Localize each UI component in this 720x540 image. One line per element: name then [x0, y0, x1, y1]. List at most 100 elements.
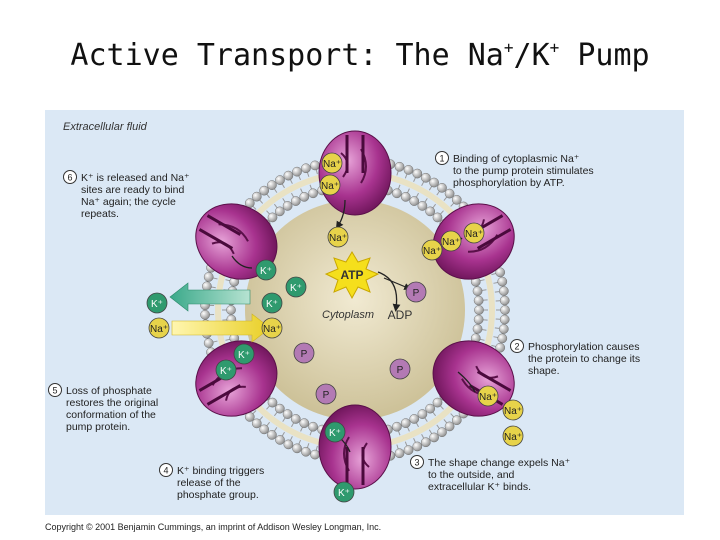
phosphate-group: P — [405, 281, 427, 303]
lipid-head — [275, 175, 285, 185]
svg-text:Na⁺: Na⁺ — [263, 324, 281, 335]
step-text-line: Na⁺ again; the cycle — [81, 196, 176, 208]
lipid-head — [392, 421, 402, 432]
atp-burst — [324, 251, 380, 300]
svg-text:K⁺: K⁺ — [266, 299, 278, 310]
k-ion: K⁺ — [146, 292, 168, 314]
lipid-head — [444, 188, 455, 199]
lipid-head — [473, 314, 484, 325]
step-text-line: K⁺ binding triggers — [177, 465, 264, 477]
lipid-head — [282, 201, 293, 211]
lipid-head — [499, 295, 510, 306]
lipid-head — [203, 272, 214, 282]
na-efflux-arrow — [171, 313, 271, 343]
step-text-line: pump protein. — [66, 421, 130, 433]
lipid-head — [495, 267, 506, 278]
step-text-line: restores the original — [66, 397, 158, 409]
cytoplasm-label: Cytoplasm — [322, 309, 374, 321]
svg-text:2: 2 — [514, 342, 519, 352]
lipid-head — [274, 206, 285, 217]
svg-text:Na⁺: Na⁺ — [504, 432, 522, 443]
lipid-head — [203, 338, 214, 348]
lipid-head — [292, 443, 302, 454]
lipid-head — [432, 397, 443, 408]
svg-text:1: 1 — [439, 154, 444, 164]
lipid-head — [400, 418, 411, 429]
svg-text:Na⁺: Na⁺ — [323, 159, 341, 170]
lipid-head — [275, 435, 285, 445]
phosphate-group: P — [315, 383, 337, 405]
svg-text:Na⁺: Na⁺ — [329, 233, 347, 244]
lipid-head — [437, 427, 447, 438]
lipid-head — [400, 191, 411, 202]
lipid-head — [409, 196, 420, 206]
svg-text:5: 5 — [52, 386, 57, 396]
lipid-head — [495, 342, 506, 353]
lipid-head — [202, 281, 212, 292]
svg-text:K⁺: K⁺ — [329, 428, 341, 439]
na-ion: Na⁺ — [261, 317, 283, 339]
na-ion: Na⁺ — [440, 230, 462, 252]
na-ion: Na⁺ — [421, 239, 443, 261]
svg-text:P: P — [323, 390, 330, 401]
lipid-head — [500, 305, 510, 315]
k-ion: K⁺ — [255, 259, 277, 281]
lipid-head — [299, 418, 310, 429]
lipid-head — [498, 286, 509, 296]
step-text-line: The shape change expels Na⁺ — [428, 457, 571, 469]
step-text-line: repeats. — [81, 208, 119, 220]
lipid-head — [412, 168, 423, 179]
cytoplasm-region — [245, 200, 465, 420]
lipid-head — [200, 309, 210, 320]
lipid-head — [425, 403, 436, 414]
step-text-line: K⁺ is released and Na⁺ — [81, 172, 190, 184]
lipid-head — [417, 409, 428, 419]
phosphate-group: P — [389, 358, 411, 380]
step-text-line: Binding of cytoplasmic Na⁺ — [453, 153, 580, 165]
lipid-head — [259, 424, 270, 435]
svg-text:3: 3 — [414, 458, 419, 468]
pump-protein-1 — [318, 130, 392, 216]
step-text-line: shape. — [528, 365, 560, 377]
na-ion: Na⁺ — [148, 317, 170, 339]
svg-text:P: P — [413, 288, 420, 299]
lipid-head — [417, 201, 428, 211]
lipid-head — [497, 333, 508, 344]
k-ion: K⁺ — [285, 276, 307, 298]
na-ion: Na⁺ — [321, 152, 343, 174]
svg-text:Na⁺: Na⁺ — [423, 246, 441, 257]
na-ion: Na⁺ — [477, 385, 499, 407]
k-ion: K⁺ — [233, 343, 255, 365]
lipid-head — [474, 305, 484, 315]
lipid-head — [267, 397, 278, 408]
lipid-head — [299, 191, 310, 202]
lipid-head — [451, 194, 462, 205]
lipid-head — [437, 182, 447, 193]
lipid-head — [403, 445, 414, 455]
step-text-line: conformation of the — [66, 409, 156, 421]
lipid-head — [472, 286, 483, 296]
pump-protein-4 — [318, 404, 392, 490]
lipid-head — [267, 180, 277, 190]
slide-title: Active Transport: The Na+/K+ Pump — [70, 38, 650, 73]
na-ion: Na⁺ — [502, 425, 524, 447]
lipid-head — [412, 441, 423, 452]
lipid-head — [290, 196, 301, 206]
svg-text:Na⁺: Na⁺ — [150, 324, 168, 335]
lipid-head — [259, 185, 270, 196]
lipid-head — [472, 324, 483, 334]
k-ion: K⁺ — [215, 359, 237, 381]
svg-text:K⁺: K⁺ — [238, 350, 250, 361]
k-ion: K⁺ — [261, 292, 283, 314]
lipid-head — [392, 188, 402, 199]
k-efflux-arrow — [169, 282, 251, 312]
lipid-head — [267, 212, 278, 223]
lipid-head — [429, 177, 439, 188]
